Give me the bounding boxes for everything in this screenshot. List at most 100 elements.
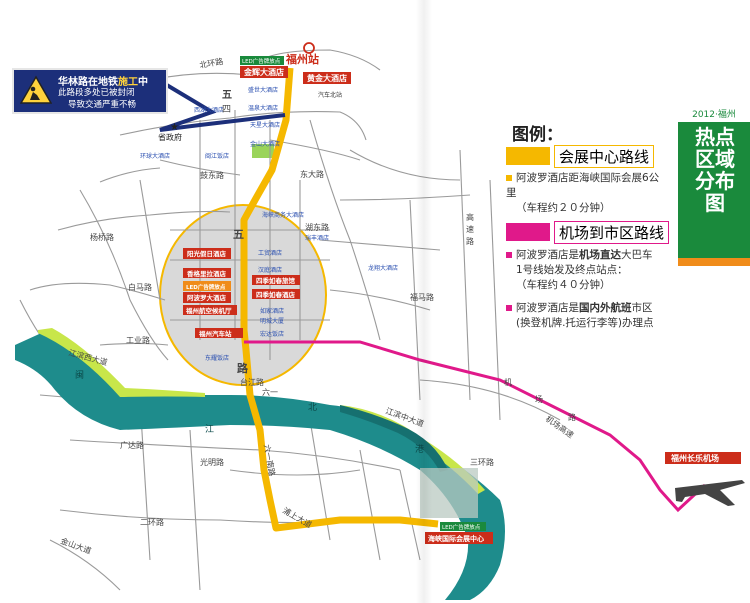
hotel-siji2: 四季如春酒店 xyxy=(256,290,296,299)
road-guangda: 广达路 xyxy=(120,440,144,450)
green-block xyxy=(252,144,274,158)
hotel-hanjin: 汉庭酒店 xyxy=(258,266,282,274)
airport-note1a: 阿波罗酒店是 xyxy=(516,249,579,261)
road-taijiang: 台江路 xyxy=(240,377,264,387)
panel-subtitle: 2012·福州 xyxy=(678,108,750,122)
airport-note1c: 大巴车 xyxy=(621,249,653,261)
road-baima: 白马路 xyxy=(128,282,152,292)
road-network xyxy=(19,49,561,591)
hotel-gongmao: 工贸酒店 xyxy=(258,249,282,257)
road-changle: 福马路 xyxy=(410,292,434,302)
road-ji3: 路 xyxy=(466,236,474,246)
road-wuyi-d: 五 xyxy=(233,228,244,241)
road-dongda: 东大路 xyxy=(300,169,324,179)
airplane-icon xyxy=(675,480,745,506)
road-wuyi-c: 路 xyxy=(237,361,249,375)
river-jiang: 江 xyxy=(205,424,214,435)
landmark-expo: 海峡国际会展中心 xyxy=(428,534,484,543)
airport-note4c: 市区 xyxy=(631,302,653,314)
landmark-airport: 福州长乐机场 xyxy=(670,453,719,463)
airport-note5: (换登机牌.托运行李等)办理点 xyxy=(516,317,654,329)
road-sanhuan: 三环路 xyxy=(470,457,494,467)
led-apollo: LED广告牌放点 xyxy=(186,283,226,291)
legend-airport-route: 机场到市区路线 xyxy=(506,220,670,244)
page-fold xyxy=(416,0,432,603)
station-icon xyxy=(303,42,315,54)
expo-note2: （车程约２０分钟） xyxy=(516,202,611,214)
legend-title: 图例： xyxy=(512,125,563,145)
hotel-dongda: 东耀饭店 xyxy=(205,354,229,362)
hotel-xianggelila: 香格里拉酒店 xyxy=(187,269,227,278)
province-star-icon: ★ xyxy=(170,122,179,133)
road-gao1: 机 xyxy=(504,377,512,387)
hotel-apollo: 阿波罗大酒店 xyxy=(187,293,227,302)
airport-note2: 1号线始发及终点站点： xyxy=(516,264,628,276)
legend-airport-swatch xyxy=(506,223,550,241)
hotel-siji1: 四季如春旅馆 xyxy=(256,276,296,285)
road-ji1: 高 xyxy=(466,212,474,222)
hotel-mingcheng: 明城大厦 xyxy=(260,317,284,325)
led-station: LED广告牌放点 xyxy=(242,57,281,65)
hotel-yangguang: 阳光假日酒店 xyxy=(187,249,227,258)
river-labels: 闽 江 北 港 xyxy=(75,369,424,455)
notice-line1: 华林路在地铁施工中 xyxy=(58,73,148,88)
expo-building-icon xyxy=(420,468,478,518)
province: 省政府 xyxy=(158,132,182,142)
notice-part2: 中 xyxy=(138,77,148,88)
hotel-longxiang: 龙翔大酒店 xyxy=(368,264,398,272)
airport-note1b: 机场直达 xyxy=(579,249,621,261)
legend-expo-route: 会展中心路线 xyxy=(506,144,655,168)
hotel-yuanyang: 宏达饭店 xyxy=(260,330,284,338)
hotel-boxes: 阳光假日酒店 香格里拉酒店 阿波罗大酒店 福州航空候机厅 福州汽车站 四季如春旅… xyxy=(183,66,741,544)
road-wuyi-b: 四 xyxy=(222,105,231,115)
notice-line3: 导致交通严重不畅 xyxy=(68,100,137,110)
hotel-shengshi: 盛世大酒店 xyxy=(248,86,278,94)
hotel-tianxing: 天星大酒店 xyxy=(250,121,280,129)
hotel-huanhai: 环球大酒店 xyxy=(140,152,170,160)
hotel-hangkong: 福州航空候机厅 xyxy=(185,306,232,315)
legend-expo-note: 阿波罗酒店距海峡国际会展6公里 （车程约２０分钟） xyxy=(506,171,666,216)
riverbank-north xyxy=(38,328,205,397)
legend-expo-name: 会展中心路线 xyxy=(554,144,655,168)
blue-labels: 汉庭酒店 工贸酒店 如家酒店 明城大厦 宏达饭店 东耀饭店 海峡商务大酒店 瑞丰… xyxy=(140,86,398,362)
hotspot-panel: 2012·福州 热点区域分布图 xyxy=(678,108,750,266)
road-beihuan: 北环路 xyxy=(199,56,224,70)
road-gongye: 工业路 xyxy=(126,335,150,345)
min-river xyxy=(15,330,505,600)
construction-notice: 华林路在地铁施工中 此路段多处已被封闭 导致交通严重不畅 xyxy=(12,68,168,114)
panel-accent xyxy=(678,258,750,266)
hualin-road xyxy=(143,70,286,132)
river-branch xyxy=(340,405,448,472)
hotel-wenquan: 温泉大酒店 xyxy=(248,104,278,112)
legend-airport-note: 阿波罗酒店是机场直达大巴车 1号线始发及终点站点： （车程约４０分钟） 阿波罗酒… xyxy=(506,248,676,331)
airport-route xyxy=(244,340,707,513)
road-gao2: 场 xyxy=(535,395,543,404)
airport-note3: （车程约４０分钟） xyxy=(516,279,611,291)
road-gulou: 鼓东路 xyxy=(200,170,224,180)
expo-note1: 阿波罗酒店距海峡国际会展6公里 xyxy=(506,172,660,199)
road-guangming: 光明路 xyxy=(200,457,224,467)
road-ji2: 速 xyxy=(466,225,474,234)
construction-warning-icon xyxy=(20,75,52,104)
road-liuyi: 六一 xyxy=(262,387,278,397)
river-min: 闽 xyxy=(75,369,84,381)
station-label: 福州站 xyxy=(285,52,319,66)
hotel-ruifeng: 瑞丰酒店 xyxy=(305,234,329,242)
road-gao3: 路 xyxy=(568,412,576,422)
notice-road-name: 华林路 xyxy=(58,77,88,88)
landmark-huangjin: 黄金大酒店 xyxy=(307,73,347,83)
expo-route xyxy=(240,67,439,532)
bus-north: 汽车北站 xyxy=(318,91,342,99)
airport-note4a: 阿波罗酒店是 xyxy=(516,302,579,314)
road-yangqiao: 杨桥路 xyxy=(90,232,114,242)
road-ertou: 二环路 xyxy=(140,517,164,527)
notice-part1: 在地铁 xyxy=(88,77,118,88)
notice-highlight: 施工 xyxy=(118,77,138,88)
legend-expo-swatch xyxy=(506,147,550,165)
landmark-jinhui: 金辉大酒店 xyxy=(243,67,284,77)
legend-airport-name: 机场到市区路线 xyxy=(554,220,670,244)
hotel-jiaxin: 如家酒店 xyxy=(260,307,284,315)
bus-station: 福州汽车站 xyxy=(198,329,232,338)
hotel-haixia: 海峡商务大酒店 xyxy=(262,211,304,219)
